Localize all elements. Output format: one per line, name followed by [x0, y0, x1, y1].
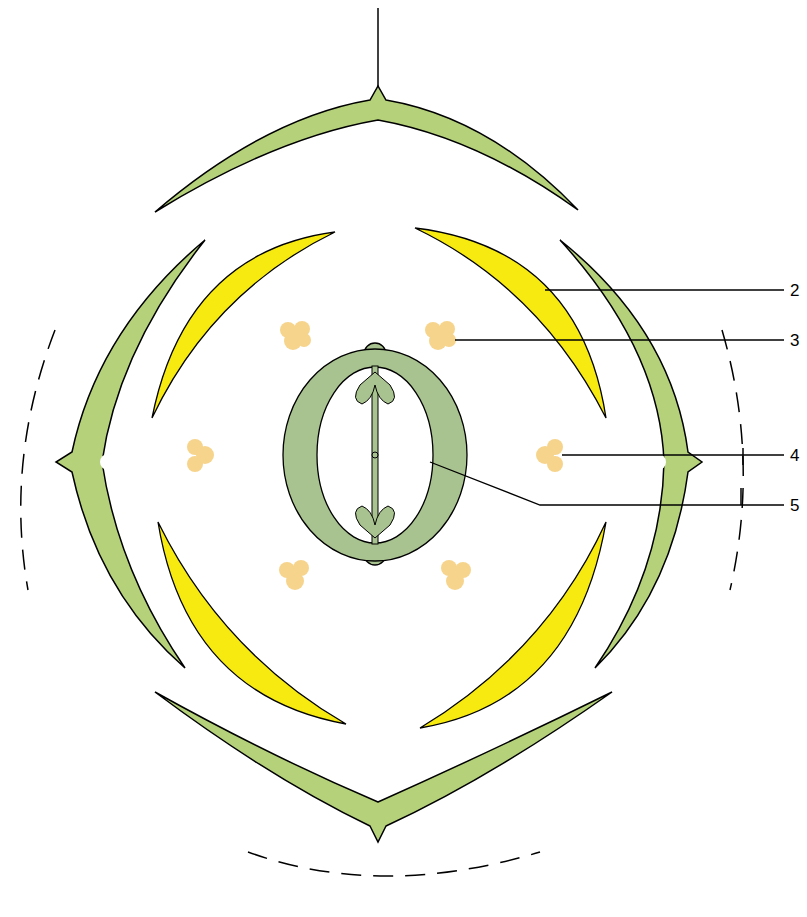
leader-line	[430, 290, 784, 505]
sepal-notch	[650, 454, 666, 470]
ovary	[283, 343, 467, 565]
tick-mark	[740, 488, 742, 505]
sepal-notch	[100, 454, 116, 470]
callout-number: 5	[790, 497, 799, 514]
callout-number: 2	[790, 282, 799, 299]
callout-number: 3	[790, 332, 799, 349]
petal	[152, 228, 606, 728]
tick-mark	[742, 448, 744, 465]
callout-number: 4	[790, 447, 799, 464]
sepal	[56, 86, 702, 842]
stamen	[187, 321, 563, 590]
